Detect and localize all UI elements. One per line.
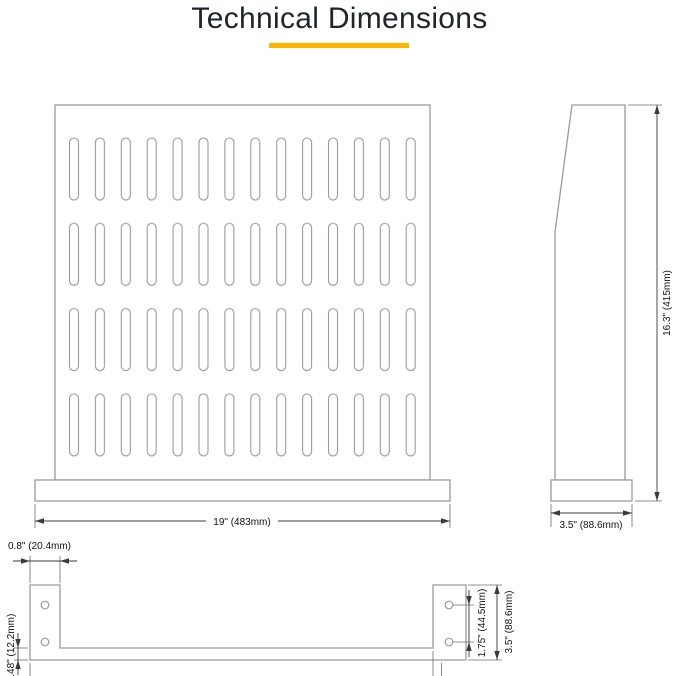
page-title: Technical Dimensions (191, 2, 488, 35)
vent-slots (68, 137, 428, 459)
bracket-outline (29, 584, 467, 661)
side-depth-dimension: 3.5" (88.6mm) (550, 504, 633, 531)
mounting-hole (40, 637, 50, 647)
side-profile-outline (554, 104, 626, 481)
bracket-ear-width-label: 0.8" (20.4mm) (8, 541, 71, 552)
bracket-hole-spacing-label: 1.75" (44.5mm) (477, 589, 488, 658)
bracket-ear-height-dimension: 3.5" (88.6mm) (468, 584, 515, 661)
side-height-dimension: 16.3" (415mm) (628, 104, 673, 502)
mounting-hole (444, 637, 454, 647)
side-view: 16.3" (415mm) 3.5" (88.6mm) (550, 104, 673, 531)
title-accent-underline (269, 43, 409, 48)
bracket-offset-dimension: 0.39" (10mm) (441, 663, 442, 676)
mounting-hole (444, 600, 454, 610)
front-base-flange (34, 479, 451, 502)
bracket-lip-label: 0.48" (12.2mm) (6, 614, 17, 676)
bracket-view: 0.8" (20.4mm) 0.48" (12.2mm) 18.3" (465m… (6, 541, 515, 676)
front-width-dimension: 19" (483mm) (34, 504, 451, 528)
bracket-hole-spacing-dimension: 1.75" (44.5mm) (453, 589, 488, 658)
bracket-lip-dimension: 0.48" (12.2mm) (6, 614, 28, 676)
side-height-label: 16.3" (415mm) (662, 270, 673, 336)
bracket-length-dimension: 18.3" (465mm) (29, 651, 434, 676)
label-backing (206, 513, 278, 528)
side-base-flange (550, 479, 633, 502)
front-width-label: 19" (483mm) (213, 517, 270, 528)
mounting-hole (40, 600, 50, 610)
side-depth-label: 3.5" (88.6mm) (559, 520, 622, 531)
bracket-ear-width-dimension: 0.8" (20.4mm) (8, 541, 77, 583)
bracket-ear-height-label: 3.5" (88.6mm) (504, 590, 515, 653)
front-view: 19" (483mm) (34, 104, 451, 528)
